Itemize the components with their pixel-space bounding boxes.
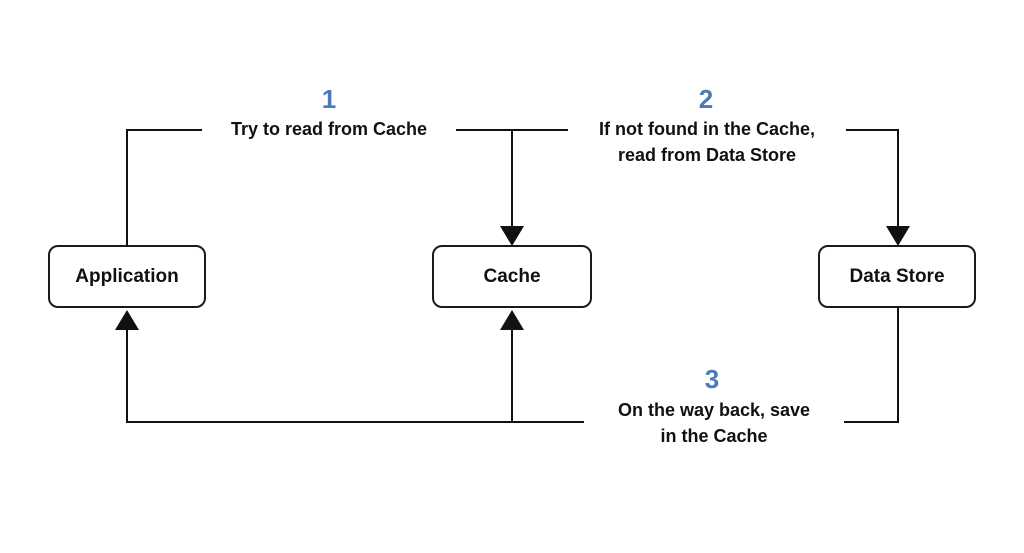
datastore-down-arrow-icon [886, 226, 910, 246]
read-path-line [126, 129, 512, 245]
cache-node: Cache [432, 245, 592, 308]
cache-up-arrow-icon [500, 310, 524, 330]
step-2-label: If not found in the Cache, read from Dat… [568, 116, 846, 168]
application-up-arrow-icon [115, 310, 139, 330]
step-2-line-1: If not found in the Cache, [599, 119, 815, 139]
step-2-number: 2 [698, 84, 714, 114]
step-3-label: On the way back, save in the Cache [584, 397, 844, 449]
cache-label: Cache [483, 265, 541, 287]
application-node: Application [48, 245, 206, 308]
step-3-line-1: On the way back, save [617, 400, 811, 420]
step-2-line-2: read from Data Store [617, 145, 797, 165]
step-3-number: 3 [704, 364, 720, 394]
step-3-line-2: in the Cache [660, 426, 768, 446]
data-store-label: Data Store [849, 265, 945, 287]
cache-down-arrow-icon [500, 226, 524, 246]
data-store-node: Data Store [818, 245, 976, 308]
application-label: Application [75, 265, 179, 287]
step-1-line-1: Try to read from Cache [230, 119, 428, 139]
step-1-number: 1 [321, 84, 337, 114]
step-1-label: Try to read from Cache [202, 116, 456, 142]
